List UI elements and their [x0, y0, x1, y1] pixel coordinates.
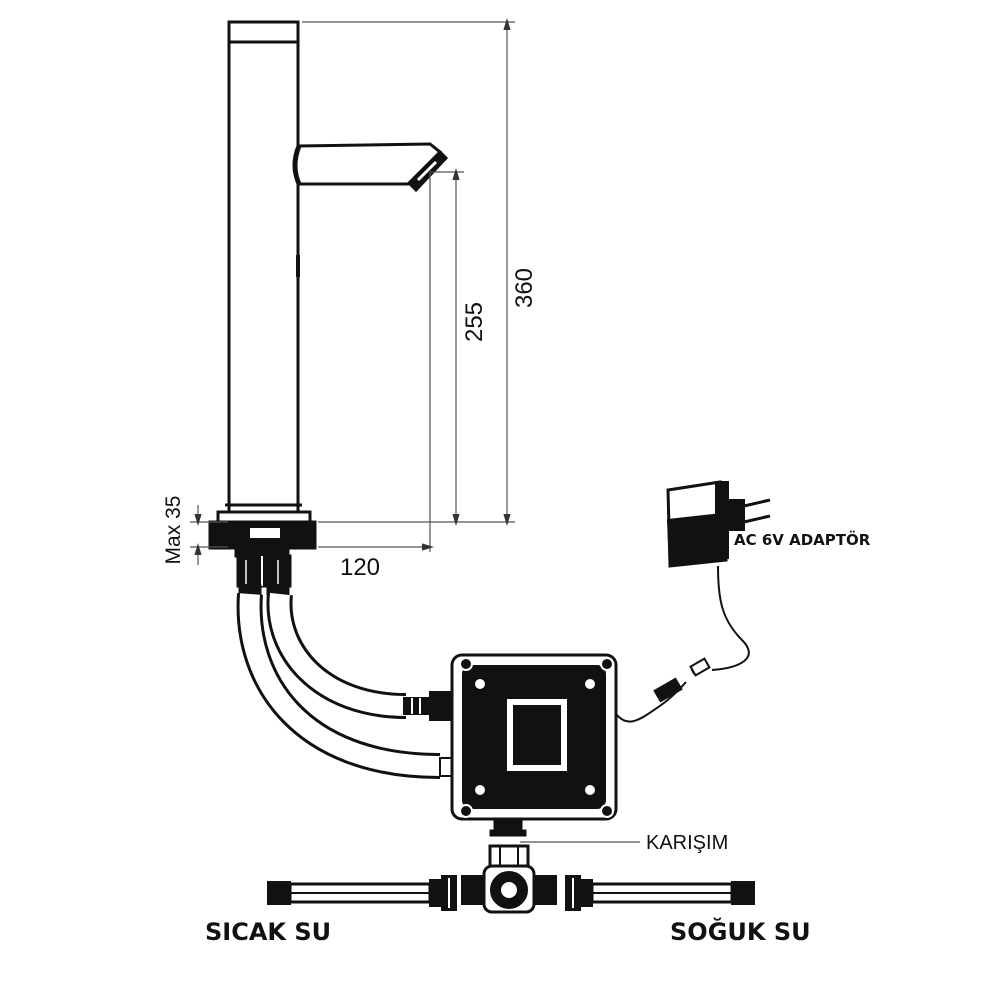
- mixing-label: KARIŞIM: [646, 832, 728, 854]
- dimension-labels: 360 255 120 Max 35: [162, 268, 538, 581]
- cold-water-label: SOĞUK SU: [670, 916, 811, 946]
- control-box: [450, 653, 618, 837]
- faucet-body: [225, 20, 302, 517]
- hot-water-hose: [267, 875, 457, 911]
- mixing-valve: [461, 844, 557, 914]
- adapter-cable: [615, 565, 750, 723]
- adapter-label: AC 6V ADAPTÖR: [734, 530, 871, 549]
- faucet-spout: [292, 142, 449, 193]
- power-adapter: [666, 480, 771, 568]
- hot-water-label: SICAK SU: [205, 918, 331, 946]
- faucet-base: [208, 510, 317, 596]
- max-thickness-label: Max 35: [162, 496, 185, 565]
- dimension-lines: [190, 18, 515, 565]
- cold-water-hose: [565, 875, 755, 911]
- total-height-label: 360: [511, 268, 538, 308]
- spout-reach-label: 120: [340, 554, 380, 581]
- cable-plug: [653, 657, 711, 703]
- flexible-hoses: [236, 592, 441, 779]
- spout-height-label: 255: [461, 302, 488, 342]
